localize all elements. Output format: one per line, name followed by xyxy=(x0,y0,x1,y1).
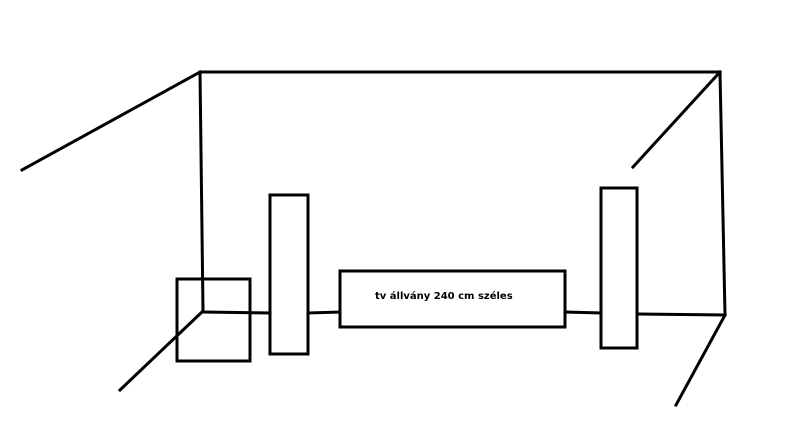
corner-box xyxy=(175,277,252,363)
right-wall-top-edge xyxy=(630,69,723,170)
back-wall-left-edge xyxy=(198,70,205,313)
tv-stand xyxy=(338,269,567,329)
floor-line-3 xyxy=(563,310,603,315)
left-floor-edge xyxy=(117,308,206,393)
right-speaker xyxy=(599,186,639,350)
tv-stand-label: tv állvány 240 cm széles xyxy=(375,291,513,302)
left-wall-top-edge xyxy=(19,69,203,173)
floor-line-4 xyxy=(635,312,727,317)
floor-line-1 xyxy=(201,310,272,315)
floor-line-2 xyxy=(306,310,342,315)
left-speaker xyxy=(268,193,310,356)
right-floor-edge xyxy=(673,312,728,408)
back-wall-right-edge xyxy=(718,70,727,317)
